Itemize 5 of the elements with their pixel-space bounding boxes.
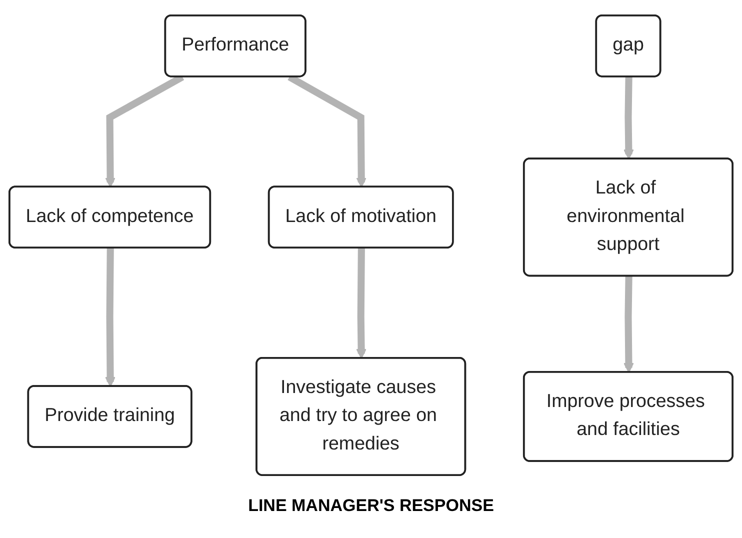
arrow	[356, 248, 366, 359]
arrow	[624, 276, 634, 373]
arrow	[624, 76, 634, 160]
arrow	[105, 248, 116, 387]
caption: LINE MANAGER'S RESPONSE	[248, 496, 494, 516]
